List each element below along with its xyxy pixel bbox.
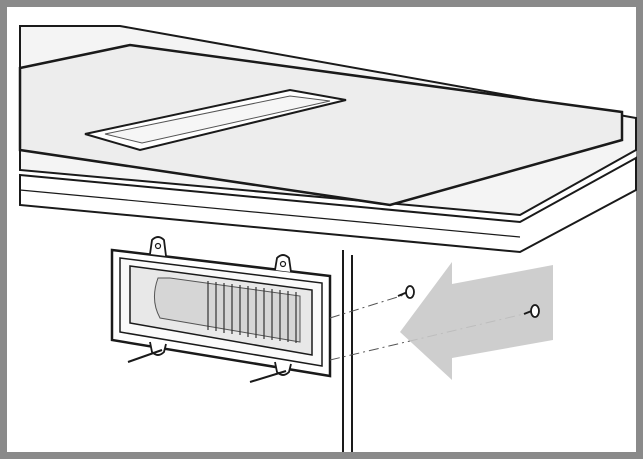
guide-line-upper bbox=[329, 294, 405, 319]
cooktop bbox=[18, 43, 624, 207]
mounting-tab-bottom-right bbox=[274, 361, 292, 376]
tool-line-right bbox=[249, 370, 287, 383]
downdraft-vent-inner bbox=[104, 95, 331, 144]
worktop-edge-line bbox=[19, 189, 521, 238]
worktop-front-edge bbox=[19, 156, 637, 254]
mounting-screw-lower bbox=[523, 304, 540, 318]
mounting-screw-upper bbox=[397, 285, 415, 299]
tool-line-left bbox=[127, 349, 163, 363]
duct-grille bbox=[207, 281, 297, 343]
mounting-tab-bottom-left bbox=[149, 341, 167, 356]
mounting-tab-top-right bbox=[274, 254, 292, 273]
insertion-arrow bbox=[400, 262, 553, 380]
mounting-tab-top-left bbox=[149, 236, 167, 257]
